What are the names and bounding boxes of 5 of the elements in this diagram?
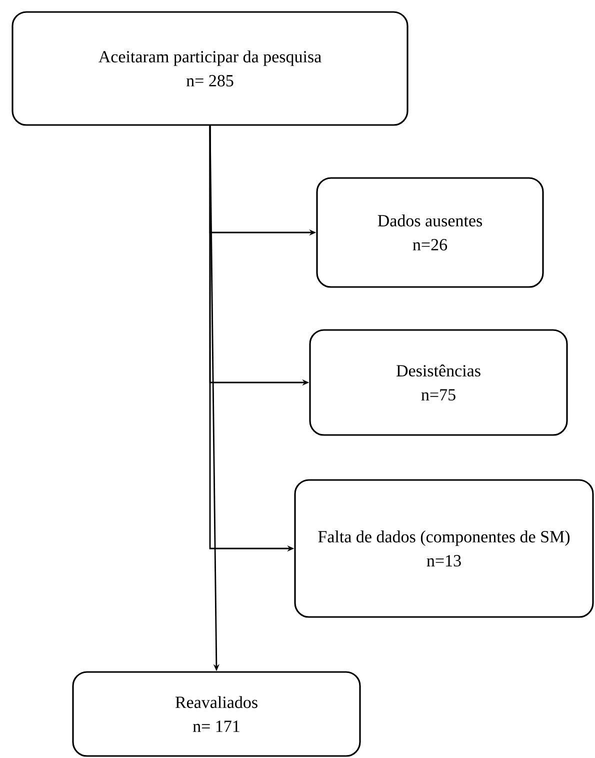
process-box: Reavaliados n= 171 [72,671,361,757]
process-box: Falta de dados (componentes de SM) n=13 [294,479,594,618]
process-box: Desistências n=75 [309,329,568,436]
process-box: Dados ausentes n=26 [316,177,544,288]
process-box: Aceitaram participar da pesquisa n= 285 [12,11,408,126]
